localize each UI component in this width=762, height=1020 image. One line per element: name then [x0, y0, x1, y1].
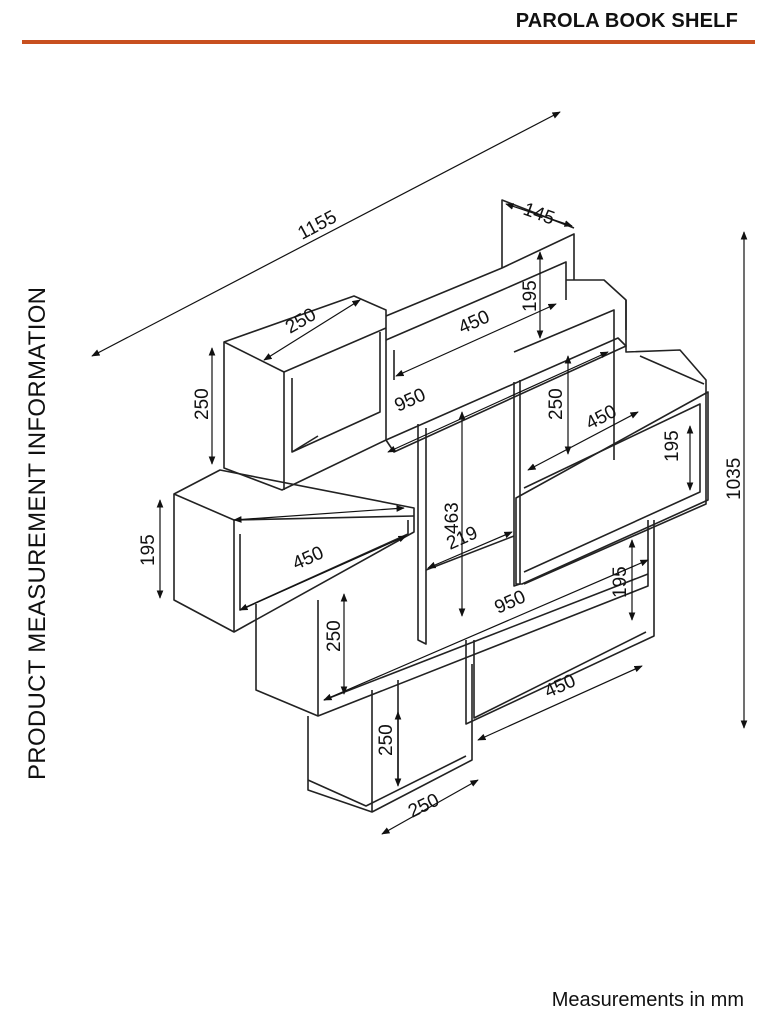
dim-depth: 145 — [520, 199, 557, 230]
dim-lower-right-height: 195 — [610, 566, 631, 598]
dim-bottom-box-height: 250 — [376, 724, 397, 756]
dimension-labels: 1155 145 1035 250 250 450 195 950 250 45… — [138, 199, 745, 823]
dimension-arrows — [91, 111, 748, 835]
dim-right-column-height: 250 — [546, 388, 567, 420]
shelf-outline — [173, 199, 709, 813]
dim-left-shelf-height: 195 — [138, 534, 159, 566]
dim-long-board-upper: 950 — [391, 384, 429, 416]
dim-top-box-height: 250 — [192, 388, 213, 420]
dim-lower-left-height: 250 — [324, 620, 345, 652]
dim-upper-shelf-height: 195 — [520, 280, 541, 312]
units-note: Measurements in mm — [551, 989, 744, 1011]
dim-overall-height: 1035 — [724, 458, 745, 500]
dim-left-shelf-width: 450 — [289, 542, 327, 574]
title-underline — [22, 40, 755, 44]
dim-upper-shelf-width: 450 — [455, 306, 493, 338]
dim-right-shelf-height: 195 — [662, 430, 683, 462]
dim-center-height: 463 — [442, 502, 463, 534]
product-title: PAROLA BOOK SHELF — [515, 10, 738, 32]
dim-lower-right-width: 450 — [541, 670, 579, 702]
